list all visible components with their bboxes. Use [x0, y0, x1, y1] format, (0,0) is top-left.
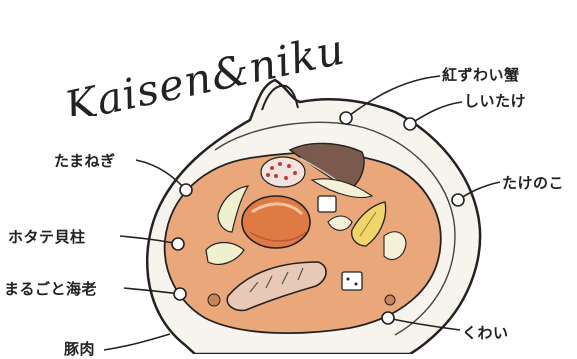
- leader-scallop-dot: [172, 238, 184, 250]
- label-shiitake: しいたけ: [464, 90, 526, 111]
- label-kuwai: くわい: [462, 322, 509, 343]
- kuwai-cube-2: [318, 196, 336, 212]
- leader-pork: [104, 334, 170, 350]
- title-text: Kaisen&niku: [60, 24, 350, 116]
- label-snow-crab: 紅ずわい蟹: [442, 64, 520, 85]
- pork-piece-2: [385, 295, 395, 305]
- label-scallop: ホタテ貝柱: [8, 226, 86, 247]
- title-logo: Kaisen&niku: [56, 6, 366, 116]
- label-shrimp: まるごと海老: [4, 278, 97, 299]
- leader-bamboo-shoot-dot: [452, 194, 464, 206]
- label-onion: たまねぎ: [54, 150, 116, 171]
- pork-piece: [208, 294, 220, 306]
- kuwai-cube: [342, 272, 362, 290]
- leader-shrimp-dot: [174, 288, 186, 300]
- leader-onion-dot: [180, 184, 192, 196]
- leader-shiitake-dot: [404, 118, 416, 130]
- leader-kuwai-dot: [382, 312, 394, 324]
- leader-shiitake: [410, 102, 462, 124]
- snow-crab-piece: [261, 157, 305, 187]
- scallop-piece: [242, 196, 310, 248]
- label-bamboo-shoot: たけのこ: [502, 172, 564, 193]
- label-pork: 豚肉: [64, 338, 95, 359]
